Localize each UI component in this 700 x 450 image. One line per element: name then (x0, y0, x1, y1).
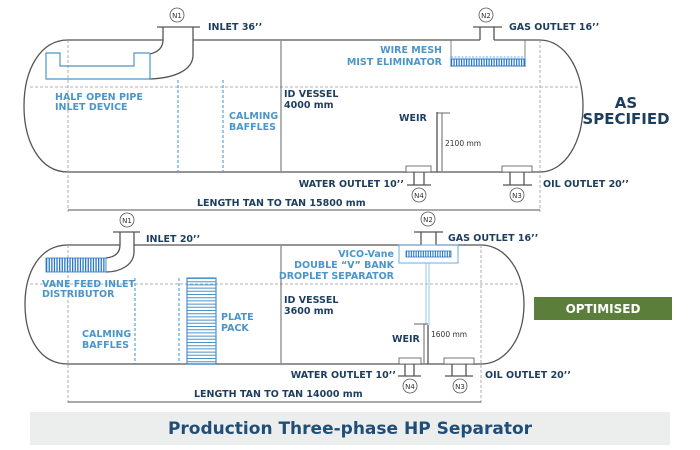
bottom-n3-label: N3 (455, 383, 465, 391)
plate-pack-label-1: PLATE (221, 312, 254, 323)
bottom-weir-dim-label: 1600 mm (431, 330, 467, 339)
top-inlet-pipe (149, 27, 194, 80)
bottom-water-outlet-label: WATER OUTLET 10’’ (291, 370, 396, 381)
top-n2-circle (478, 7, 494, 23)
vico-vane-label-3: DROPLET SEPARATOR (279, 271, 395, 282)
top-id-label-2: 4000 mm (284, 100, 334, 111)
bottom-baffles-label-2: BAFFLES (82, 340, 129, 351)
bottom-id-label-2: 3600 mm (284, 306, 334, 317)
top-inlet-label: INLET 36’’ (208, 22, 262, 33)
top-n1-label: N1 (172, 12, 182, 20)
top-gas-outlet-pipe (479, 27, 495, 40)
top-water-outlet-nozzle (405, 165, 432, 203)
half-open-pipe-device (45, 52, 151, 80)
top-vessel: N1 INLET 36’’ HALF OPEN PIPE INLET DEVIC… (23, 7, 670, 212)
top-inlet-device-label-1: HALF OPEN PIPE (55, 92, 143, 103)
bottom-vessel: N1 INLET 20’’ VANE FEED INLET DISTRIBUTO… (24, 211, 571, 404)
as-specified-label-1: AS (615, 94, 637, 112)
plate-pack-label-2: PACK (221, 323, 249, 334)
vico-vane-drain-pipe (425, 263, 430, 325)
bottom-inlet-pipe (105, 232, 135, 273)
bottom-inlet-device-label-1: VANE FEED INLET (42, 279, 135, 290)
top-oil-outlet-label: OIL OUTLET 20’’ (543, 179, 629, 190)
bottom-n1-circle (119, 212, 135, 228)
vico-vane-housing (398, 244, 459, 264)
top-mist-label-1: WIRE MESH (380, 45, 442, 56)
bottom-baffles-label-1: CALMING (82, 329, 131, 340)
bottom-id-label-1: ID VESSEL (284, 295, 338, 306)
top-weir-dim-label: 2100 mm (445, 139, 481, 148)
bottom-gas-outlet-label: GAS OUTLET 16’’ (448, 233, 538, 244)
top-length-label: LENGTH TAN TO TAN 15800 mm (197, 198, 366, 209)
bottom-n1-label: N1 (122, 217, 132, 225)
vico-vane-label-2: DOUBLE “V” BANK (294, 260, 394, 271)
bottom-length-label: LENGTH TAN TO TAN 14000 mm (194, 389, 363, 400)
top-mist-label-2: MIST ELIMINATOR (347, 57, 443, 68)
top-baffles-label-2: BAFFLES (229, 122, 276, 133)
top-water-outlet-label: WATER OUTLET 10’’ (299, 179, 404, 190)
top-oil-outlet-nozzle (501, 165, 533, 203)
optimised-badge: OPTIMISED (534, 297, 672, 320)
bottom-oil-outlet-label: OIL OUTLET 20’’ (485, 370, 571, 381)
bottom-weir-label: WEIR (392, 334, 421, 345)
vico-vane-label-1: VICO-Vane (338, 249, 394, 260)
page-title: Production Three-phase HP Separator (167, 418, 533, 439)
bottom-inlet-device-label-2: DISTRIBUTOR (42, 289, 115, 300)
as-specified-label-2: SPECIFIED (582, 110, 669, 128)
top-n4-label: N4 (414, 192, 424, 200)
bottom-gas-outlet-pipe (420, 232, 437, 245)
top-n2-label: N2 (481, 12, 491, 20)
top-n3-label: N3 (512, 192, 522, 200)
bottom-inlet-label: INLET 20’’ (146, 234, 200, 245)
top-inlet-device-label-2: INLET DEVICE (55, 102, 128, 113)
bottom-n2-label: N2 (423, 216, 433, 224)
top-weir-label: WEIR (399, 113, 428, 124)
top-vessel-shell (23, 39, 584, 173)
bottom-water-outlet-nozzle (398, 357, 422, 394)
top-baffles-label-1: CALMING (229, 111, 278, 122)
bottom-n4-label: N4 (405, 383, 415, 391)
bottom-vessel-shell (24, 244, 525, 365)
title-band: Production Three-phase HP Separator (30, 412, 670, 445)
top-id-label-1: ID VESSEL (284, 89, 338, 100)
bottom-oil-outlet-nozzle (443, 357, 475, 394)
top-n1-circle (169, 7, 185, 23)
bottom-n2-circle (420, 211, 436, 227)
top-gas-outlet-label: GAS OUTLET 16’’ (509, 22, 599, 33)
